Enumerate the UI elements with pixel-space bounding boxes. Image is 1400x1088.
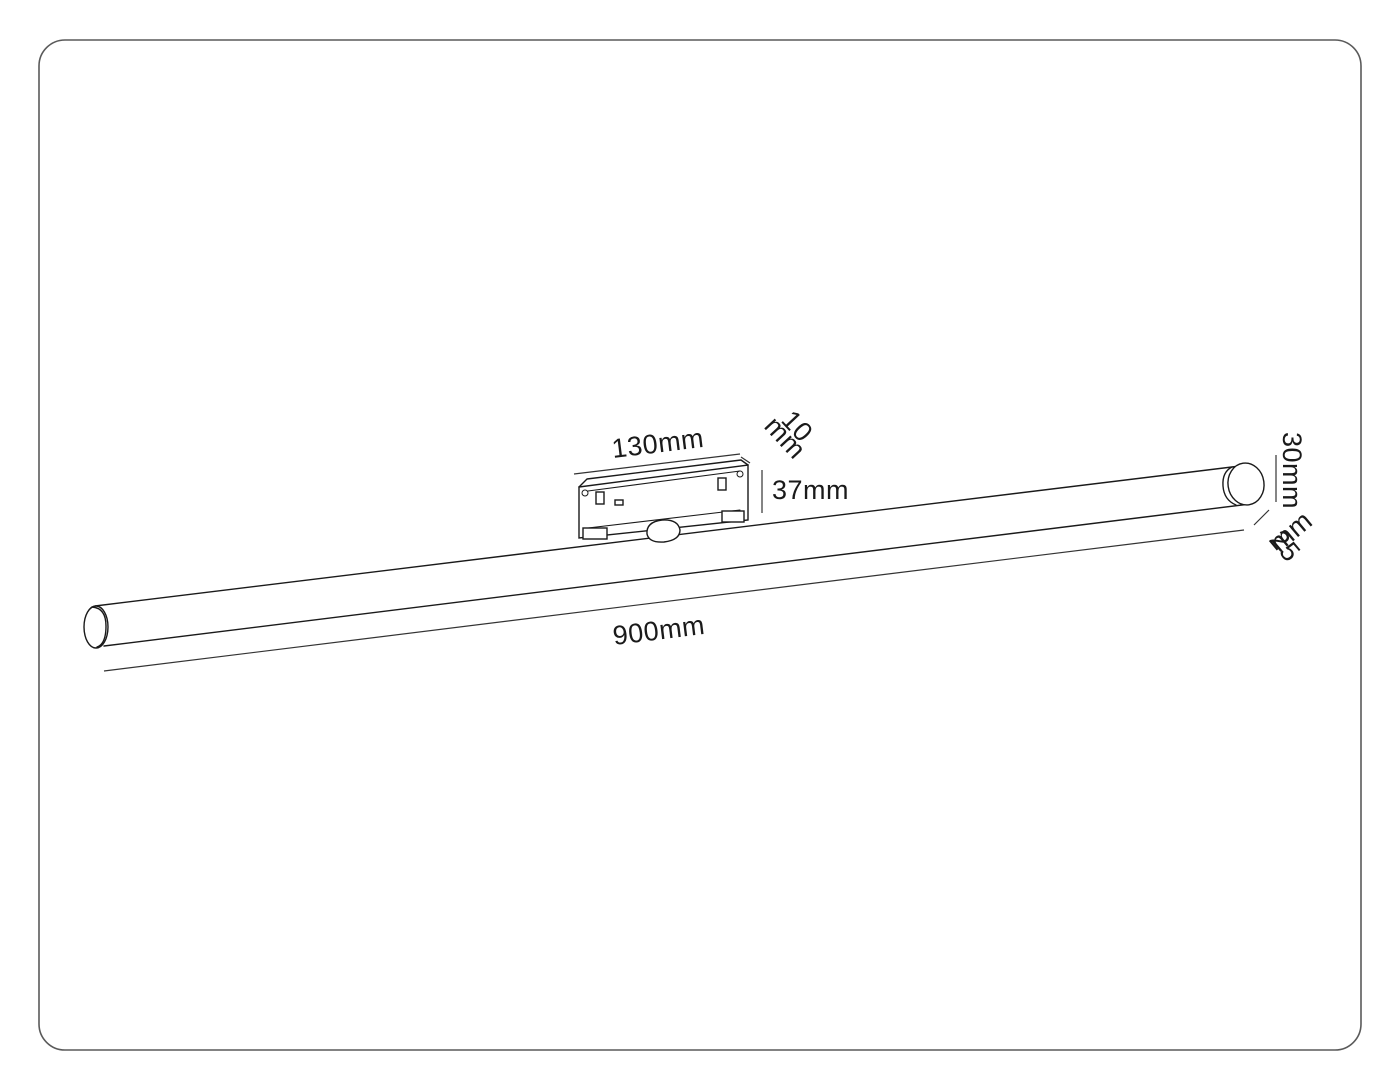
- adapter-tab-small: [614, 499, 624, 506]
- dim-line-length: [103, 529, 1245, 672]
- label-tube-diameter: 30mm: [1277, 432, 1307, 509]
- adapter-hole-right: [736, 470, 744, 478]
- tube-left-cap-ring: [91, 606, 107, 648]
- dimension-lines: [103, 453, 1277, 672]
- tube-left-end-cap: [83, 605, 109, 649]
- adapter-foot-left: [582, 527, 608, 540]
- adapter-inner-bottom: [587, 509, 741, 529]
- tube-bottom-edge: [103, 503, 1251, 647]
- adapter-hole-left: [581, 489, 589, 497]
- dim-line-adapter-length: [573, 453, 741, 475]
- adapter-body: [578, 464, 749, 539]
- adapter-top-face: [578, 459, 749, 488]
- tube-right-cap-ring: [1222, 466, 1237, 506]
- adapter-clip-right: [717, 477, 727, 491]
- drawing-frame: [38, 39, 1362, 1051]
- adapter-clip-left: [595, 491, 605, 505]
- adapter-inner-top: [587, 470, 741, 492]
- dim-line-tube-depth: [1253, 509, 1270, 526]
- label-adapter-height: 37mm: [772, 475, 849, 505]
- adapter-connector: [646, 519, 681, 543]
- track-adapter: [578, 459, 749, 543]
- dim-line-adapter-depth: [740, 456, 751, 464]
- adapter-foot-right: [721, 510, 745, 523]
- tube-right-end-cap: [1227, 462, 1265, 506]
